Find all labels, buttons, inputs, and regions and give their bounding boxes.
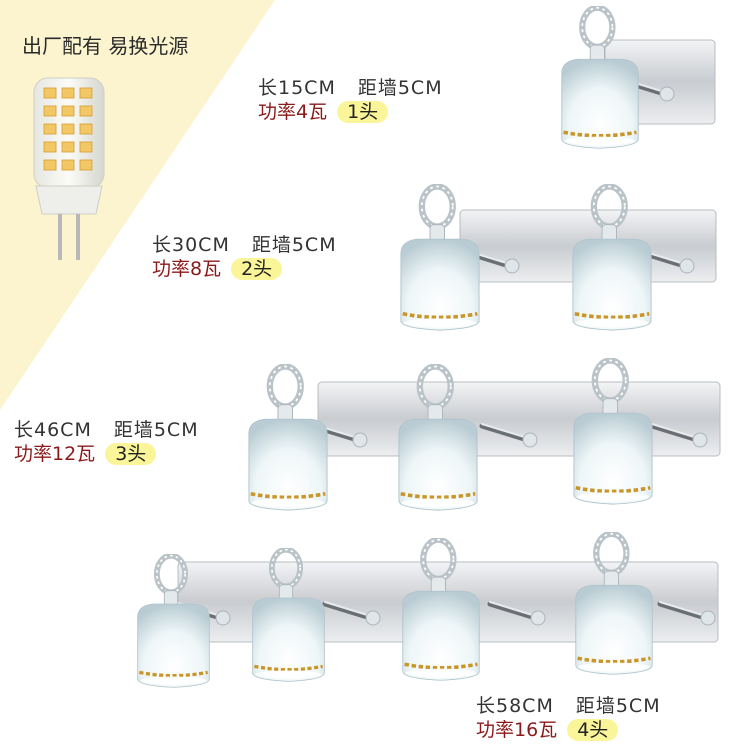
model-1-heads-badge: 1头 (337, 101, 389, 123)
model-3-heads-badge: 3头 (105, 443, 157, 465)
model-4-heads-badge: 4头 (567, 719, 619, 741)
led-bulb-image (33, 77, 105, 260)
model-2-fixture-image (390, 176, 717, 356)
model-3-fixture-image (238, 352, 721, 532)
included-light-source-note: 出厂配有 易换光源 (22, 34, 189, 58)
model-1-fixture-image (545, 6, 716, 166)
model-2-heads-badge: 2头 (231, 258, 283, 280)
model-4-fixture-image (96, 528, 719, 700)
